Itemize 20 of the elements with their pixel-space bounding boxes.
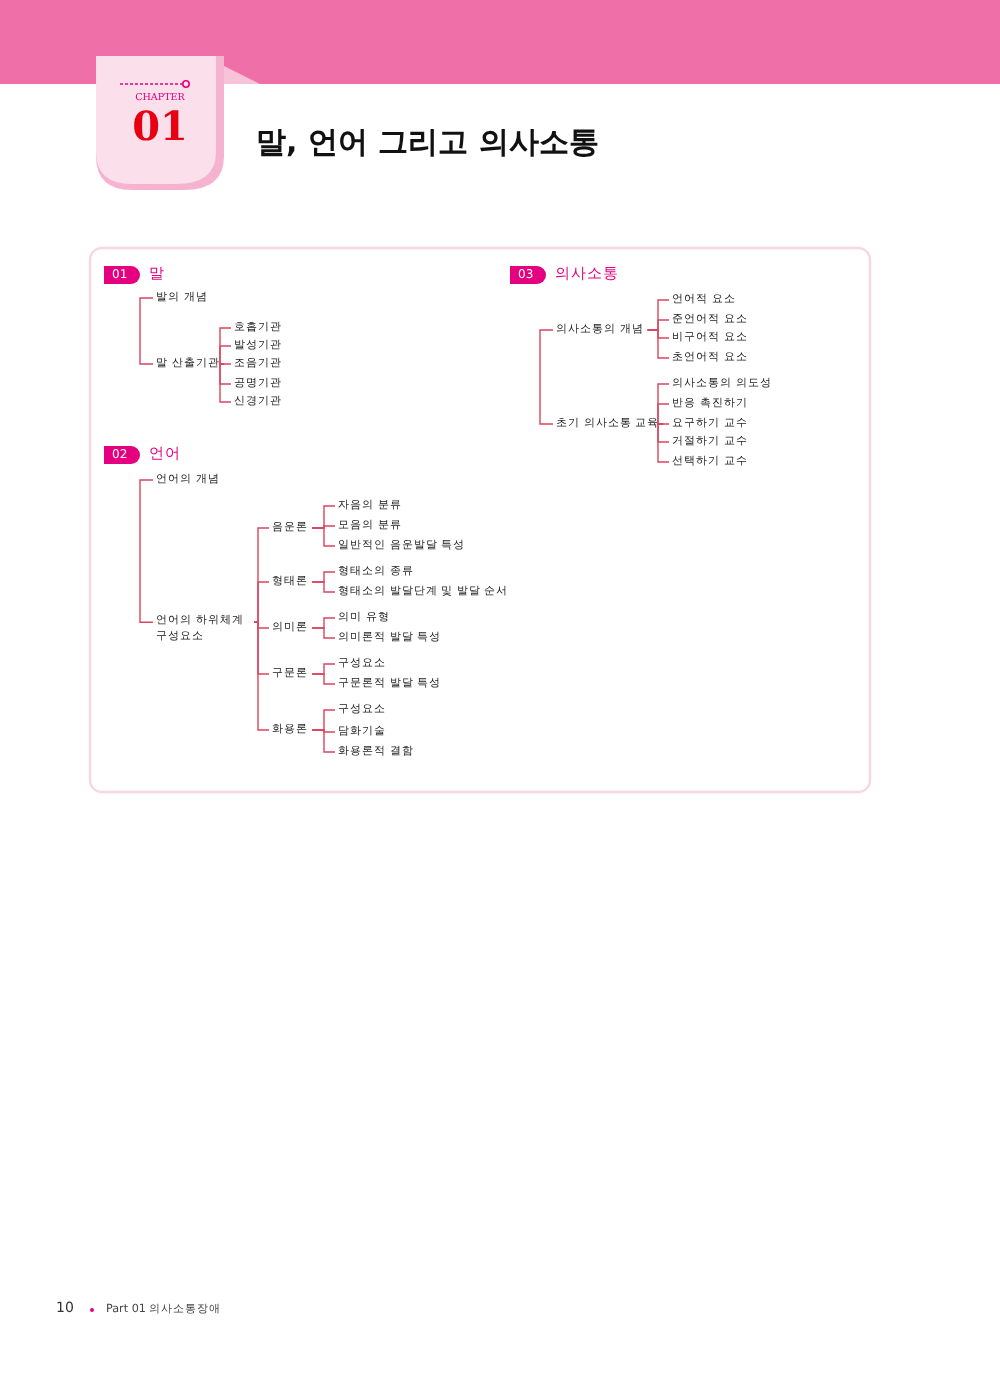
tree-connector	[219, 363, 232, 365]
tree-connector	[253, 621, 270, 629]
tree-connector	[646, 329, 670, 359]
tree-connector	[657, 423, 670, 425]
chapter-number: 01	[130, 104, 190, 148]
tree-connector	[253, 581, 270, 623]
tree-connector	[311, 673, 336, 685]
tree-connector	[219, 363, 232, 403]
tree-connector	[539, 329, 554, 425]
tree-connector	[311, 581, 336, 593]
tree-connector	[219, 345, 232, 365]
tree-connector	[311, 527, 336, 547]
tree-connector	[311, 627, 336, 639]
tree-connector	[657, 403, 670, 425]
tree-connector	[657, 423, 670, 463]
tree-connector	[311, 729, 336, 753]
tree-connector	[139, 297, 154, 365]
tree-connector	[139, 479, 154, 623]
chapter-title: 말, 언어 그리고 의사소통	[256, 124, 599, 162]
tree-connector	[253, 621, 270, 731]
